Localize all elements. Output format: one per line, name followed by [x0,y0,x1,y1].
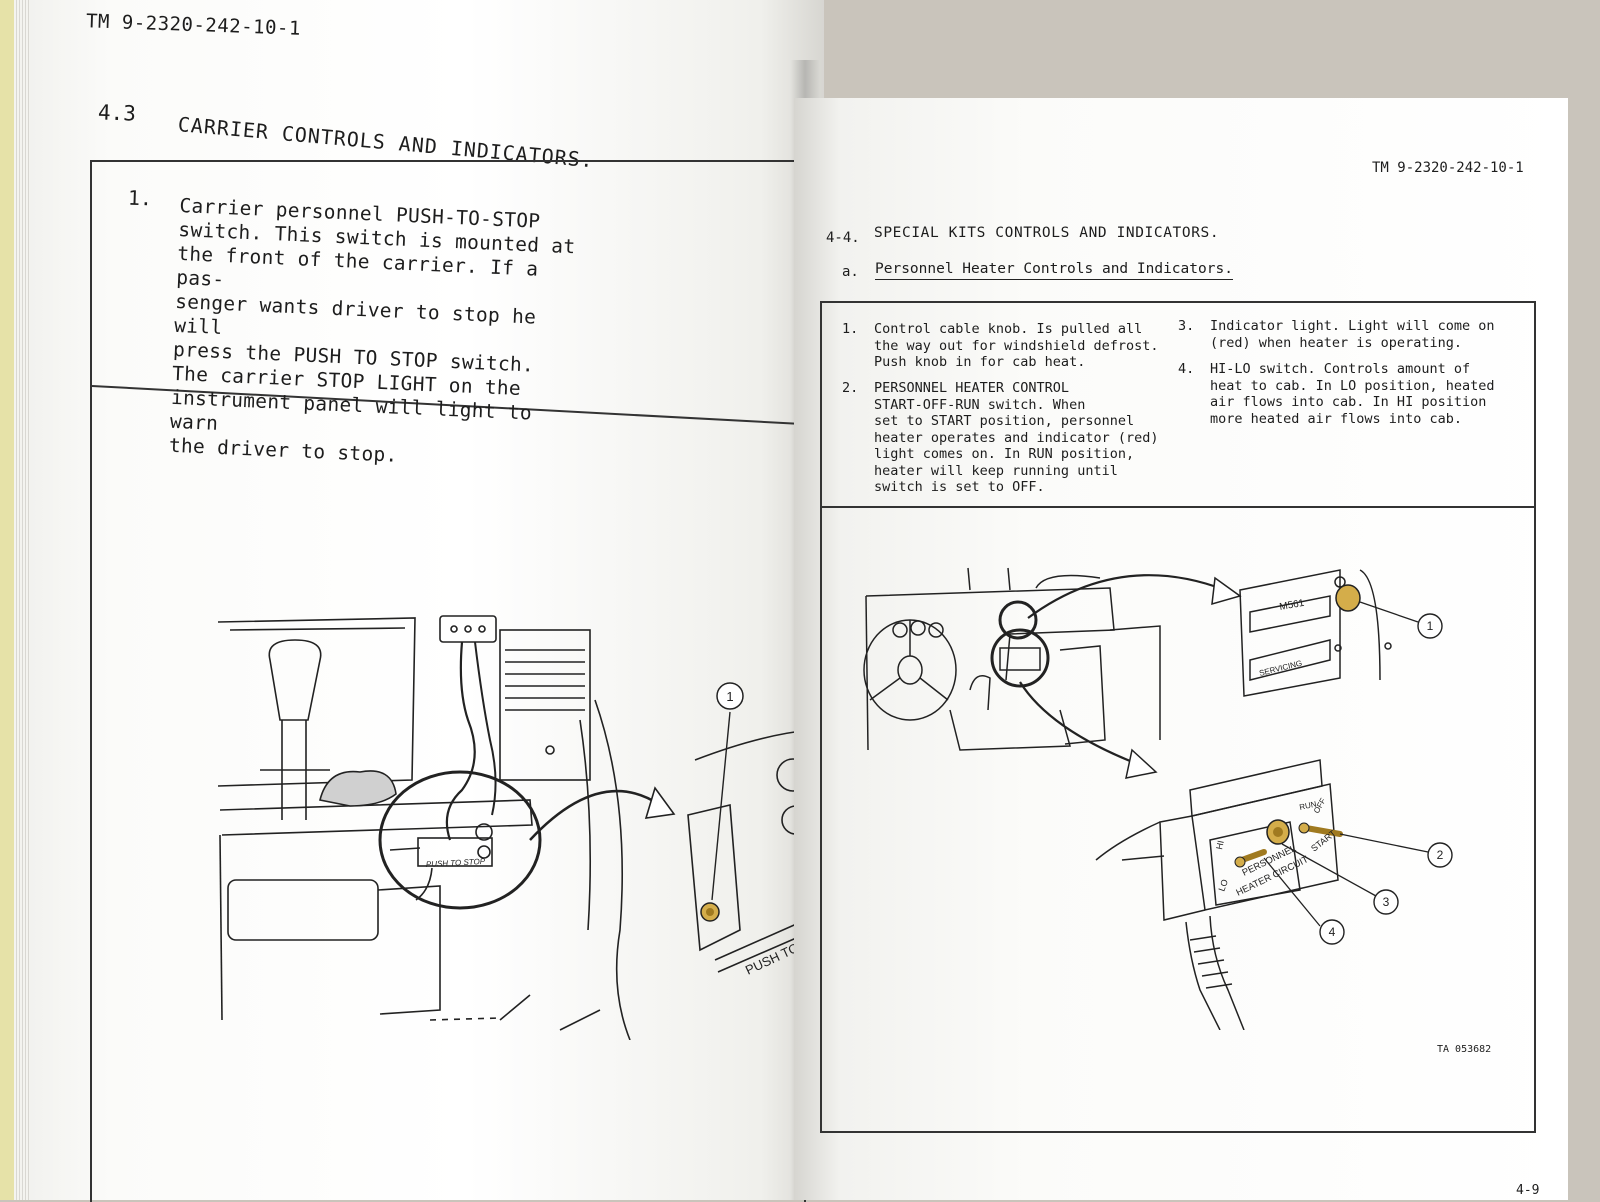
right-box-divider [822,506,1534,508]
item-line: more heated air flows into cab. [1210,410,1462,427]
item-line: PERSONNEL HEATER CONTROL [874,380,1070,396]
page-number: 4-9 [1516,1183,1540,1198]
right-section-title: SPECIAL KITS CONTROLS AND INDICATORS. [874,225,1220,241]
item-line: heater operates and indicator (red) [874,429,1159,446]
item-line: Indicator light. Light will come on [1210,318,1495,334]
switch-hi-label: HI [1214,840,1226,851]
item-number: 3. [1178,318,1195,334]
push-to-stop-illustration: 1 PUSH TO STOP PUSH TO ST [217,615,810,1040]
item-line: heater will keep running until [874,462,1118,479]
callout-2: 2 [1437,848,1444,862]
left-page [30,0,824,1200]
item-line: Push knob in for cab heat. [874,354,1086,370]
callout-3: 3 [1383,895,1390,909]
item-line: switch is set to OFF. [874,479,1045,495]
right-page [794,98,1568,1200]
panel-model-label: M561 [1279,598,1306,613]
item-line: light comes on. In RUN position, [874,446,1135,462]
item-line: (red) when heater is operating. [1210,334,1462,351]
item-number: 2. [842,380,859,396]
panel-servicing-label: SERVICING [1258,659,1303,678]
item-line: START-OFF-RUN switch. When [874,396,1086,413]
item-line: heat to cab. In LO position, heated [1210,377,1495,394]
subsection-letter: a. [842,264,859,280]
heater-item-4: 4. HI-LO switch. Controls amount of heat… [1178,361,1518,431]
item-line: the way out for windshield defrost. [874,337,1159,354]
heater-controls-illustration: 1 2 3 4 M561 SERVICING HI LO RUN OFF STA… [863,567,1453,1030]
right-section-number: 4-4. [826,230,860,246]
subsection-title: Personnel Heater Controls and Indicators… [875,261,1233,280]
item-number: 1. [842,321,859,337]
item-line: HI-LO switch. Controls amount of [1210,361,1471,377]
switch-run-label: RUN [1299,800,1318,812]
heater-item-3: 3. Indicator light. Light will come on (… [1178,318,1518,358]
left-item-number: 1. [127,185,153,211]
right-tm-number: TM 9-2320-242-10-1 [1372,160,1524,176]
ta-number: TA 053682 [1437,1044,1492,1055]
push-to-stop-label: PUSH TO STOP [426,857,486,869]
right-content-box [820,301,1536,1133]
heater-item-1: 1. Control cable knob. Is pulled all the… [842,321,1172,501]
item-number: 4. [1178,361,1195,377]
item-line: Control cable knob. Is pulled all [874,321,1143,337]
callout-1: 1 [1427,619,1434,633]
left-callout-1: 1 [726,689,733,704]
item-line: set to START position, personnel [874,413,1135,429]
switch-lo-label: LO [1216,878,1230,893]
left-item-text: Carrier personnel PUSH-TO-STOP switch. T… [168,194,599,476]
callout-4: 4 [1329,925,1336,939]
left-box-divider [91,385,803,425]
heater-item-2: 2. PERSONNEL HEATER CONTROL START-OFF-RU… [842,380,1172,510]
item-line: air flows into cab. In HI position [1210,394,1487,410]
